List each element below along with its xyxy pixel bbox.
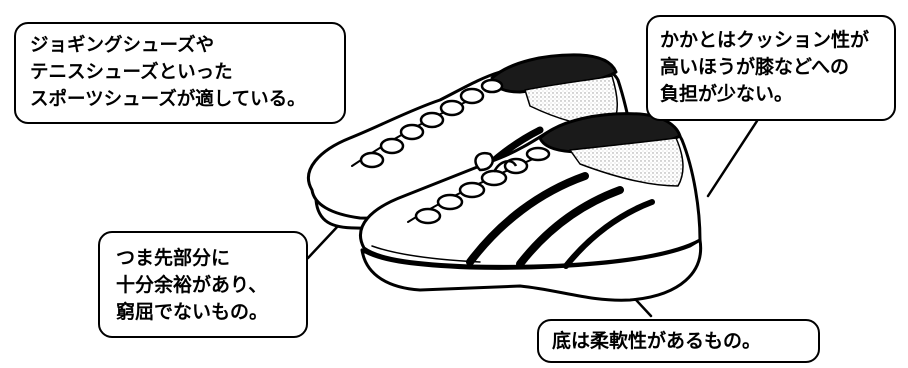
front-shoe-stripe-3 xyxy=(563,199,655,269)
callout-toe-room: つま先部分に 十分余裕があり、 窮屈でないもの。 xyxy=(98,231,308,338)
back-shoe-inner xyxy=(524,75,618,127)
callout-sports-shoes-line-2: テニスシューズといった xyxy=(30,62,233,83)
callout-heel-cushion-line-3: 負担が少ない。 xyxy=(660,83,794,105)
callout-heel-cushion-line-2: 高いほうが膝などへの xyxy=(660,56,850,78)
front-shoe-laces xyxy=(414,146,551,225)
front-shoe-sole xyxy=(360,238,703,302)
callout-toe-room-line-3: 窮屈でないもの。 xyxy=(116,301,269,323)
front-shoe-stripe-2 xyxy=(516,186,624,268)
callout-sports-shoes-line-3: スポーツシューズが適している。 xyxy=(30,89,306,110)
back-shoe-collar xyxy=(490,53,618,94)
front-shoe xyxy=(358,112,703,302)
front-shoe-stripe-1 xyxy=(466,172,589,266)
callout-sports-shoes-line-1: ジョギングシューズや xyxy=(30,35,215,56)
leader-heel xyxy=(706,119,759,198)
front-shoe-inner xyxy=(569,137,684,187)
callout-toe-room-line-2: 十分余裕があり、 xyxy=(116,274,268,296)
callout-heel-cushion-line-1: かかとはクッション性が xyxy=(660,29,870,51)
callout-sports-shoes: ジョギングシューズや テニスシューズといった スポーツシューズが適している。 xyxy=(14,22,346,124)
back-shoe-laces xyxy=(359,78,504,169)
callout-flexible-sole-line-1: 底は柔軟性があるもの。 xyxy=(552,330,762,352)
leader-toe xyxy=(306,224,340,260)
callout-heel-cushion: かかとはクッション性が 高いほうが膝などへの 負担が少ない。 xyxy=(646,15,896,121)
callout-flexible-sole: 底は柔軟性があるもの。 xyxy=(537,319,820,363)
front-shoe-toe-line xyxy=(371,245,481,263)
callout-toe-room-line-1: つま先部分に xyxy=(116,247,231,269)
